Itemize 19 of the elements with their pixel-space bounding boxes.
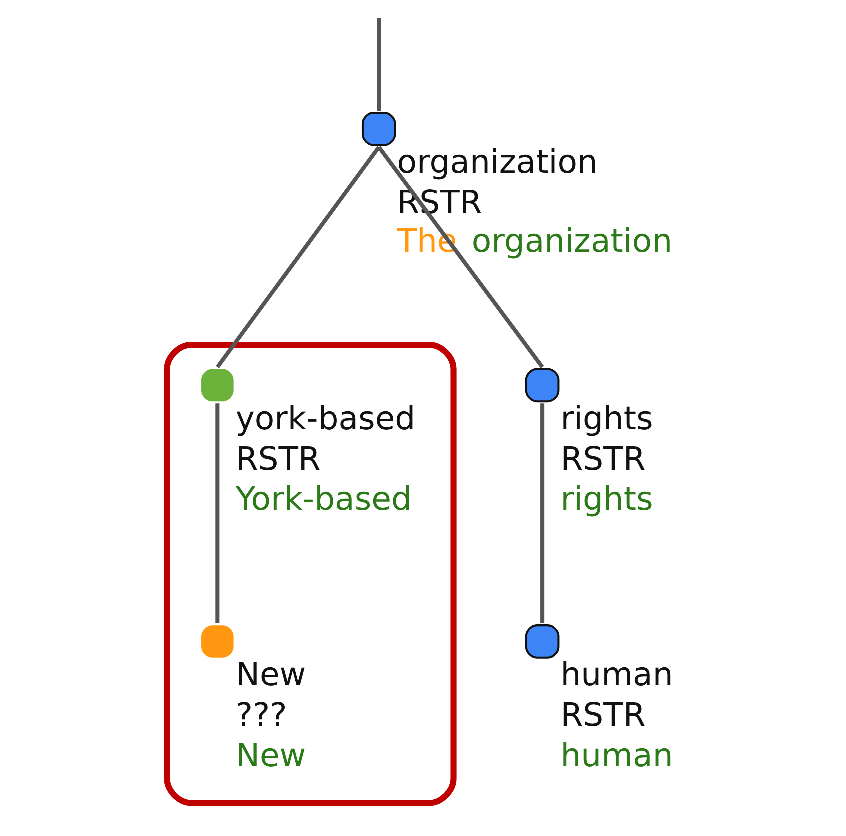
node-label: rights: [560, 480, 653, 518]
node-label: York-based: [235, 480, 412, 518]
node-label: human: [560, 656, 673, 694]
node-label: human: [560, 736, 673, 774]
node-label: RSTR: [560, 696, 646, 734]
cluster: [164, 342, 456, 806]
node-label: organization: [396, 143, 598, 182]
connector: [216, 146, 380, 368]
connector: [540, 404, 544, 624]
node-label: rights: [560, 399, 653, 438]
connector: [215, 404, 220, 624]
node-label: york-based: [235, 399, 416, 438]
connector: [376, 146, 544, 368]
connector: [376, 18, 381, 111]
node-label: RSTR: [560, 440, 646, 478]
node-label: New: [235, 656, 306, 694]
node-label: ???: [235, 696, 287, 734]
node-label: RSTR: [235, 440, 320, 478]
node-label: New: [235, 736, 306, 774]
